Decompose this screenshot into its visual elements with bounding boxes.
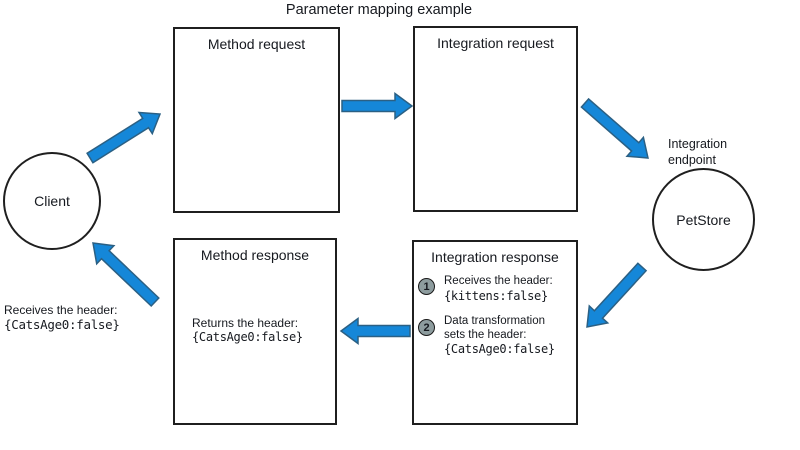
step-2-line1: Data transformation <box>444 315 545 327</box>
integration-endpoint-label: Integration endpoint <box>668 136 727 168</box>
method-response-body-code: {CatsAge0:false} <box>192 330 303 344</box>
arrow-endpoint-to-integration-response <box>586 262 648 328</box>
integration-response-step-2: 2 Data transformation sets the header: {… <box>418 315 555 357</box>
arrow-method-request-to-integration-request <box>341 92 414 120</box>
integration-request-box: Integration request <box>413 26 578 212</box>
arrow-client-to-method-request <box>86 111 162 164</box>
method-response-title: Method response <box>200 247 310 263</box>
integration-response-box: Integration response 1 Receives the head… <box>412 240 578 425</box>
client-note-line1: Receives the header: <box>4 303 118 317</box>
step-1-line1: Receives the header: <box>444 275 553 287</box>
method-response-box: Method response Returns the header: {Cat… <box>173 238 337 425</box>
client-node: Client <box>3 152 101 250</box>
step-2-line2: sets the header: <box>444 328 527 341</box>
step-2-code: {CatsAge0:false} <box>444 342 555 356</box>
arrow-integration-response-to-method-response <box>339 317 411 345</box>
method-request-box: Method request <box>173 27 340 213</box>
method-request-title: Method request <box>207 36 306 52</box>
petstore-label: PetStore <box>676 211 731 228</box>
step-1-number: 1 <box>423 280 430 293</box>
petstore-node: PetStore <box>652 168 755 271</box>
step-1-number-badge: 1 <box>418 278 435 295</box>
client-note-code: {CatsAge0:false} <box>4 317 120 332</box>
integration-endpoint-label-line1: Integration <box>668 137 728 151</box>
integration-response-step-1: 1 Receives the header: {kittens:false} <box>418 275 553 304</box>
step-1-code: {kittens:false} <box>444 288 548 303</box>
arrow-integration-request-to-endpoint <box>580 97 649 159</box>
method-response-body: Returns the header: {CatsAge0:false} <box>192 316 303 345</box>
step-1-text: Receives the header: {kittens:false} <box>444 275 553 304</box>
client-note: Receives the header: {CatsAge0:false} <box>4 303 120 332</box>
step-2-number-badge: 2 <box>418 319 435 336</box>
diagram-title: Parameter mapping example <box>285 2 473 18</box>
method-response-body-line1: Returns the header: <box>192 316 299 330</box>
step-2-text: Data transformation sets the header: {Ca… <box>444 315 555 357</box>
integration-request-title: Integration request <box>437 35 554 51</box>
client-label: Client <box>34 193 70 209</box>
arrow-method-response-to-client <box>92 242 160 308</box>
integration-response-title: Integration response <box>431 249 559 265</box>
integration-endpoint-label-line2: endpoint <box>668 153 716 167</box>
step-2-number: 2 <box>423 321 430 334</box>
